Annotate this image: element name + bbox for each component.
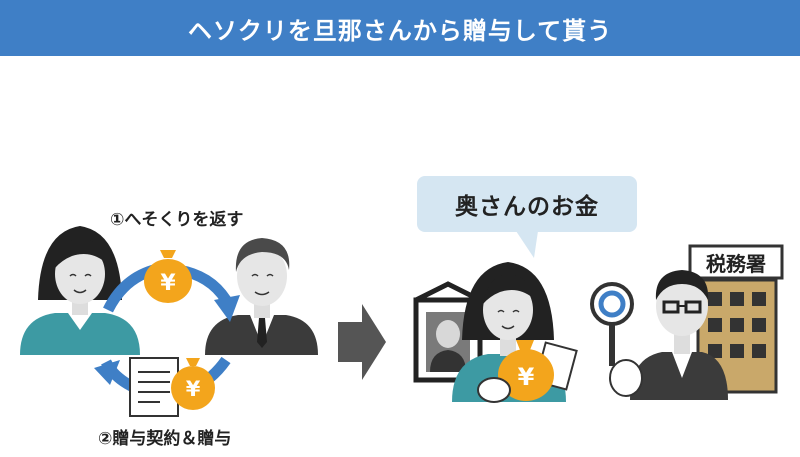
money-bag-icon: ¥ bbox=[171, 358, 215, 410]
tax-official-icon bbox=[590, 270, 728, 400]
right-arrow-icon bbox=[338, 304, 386, 380]
step1-label: ①へそくりを返す bbox=[110, 210, 244, 230]
yen-symbol: ¥ bbox=[518, 363, 535, 391]
wife-icon bbox=[20, 226, 140, 355]
husband-icon bbox=[205, 238, 318, 355]
speech-bubble: 奥さんのお金 bbox=[417, 176, 637, 232]
contract-document-icon bbox=[129, 357, 179, 417]
money-bag-icon: ¥ bbox=[144, 250, 192, 303]
bubble-text: 奥さんのお金 bbox=[455, 194, 599, 220]
page-title: ヘソクリを旦那さんから贈与して貰う bbox=[187, 16, 613, 45]
step2-label: ②贈与契約＆贈与 bbox=[98, 429, 232, 449]
yen-symbol: ¥ bbox=[186, 377, 201, 401]
header-bar: ヘソクリを旦那さんから贈与して貰う bbox=[0, 0, 800, 56]
wife-with-money-icon: ¥ bbox=[452, 262, 578, 403]
tax-office-sign: 税務署 bbox=[706, 252, 766, 276]
bubble-tail bbox=[516, 231, 538, 258]
yen-symbol: ¥ bbox=[160, 271, 176, 296]
